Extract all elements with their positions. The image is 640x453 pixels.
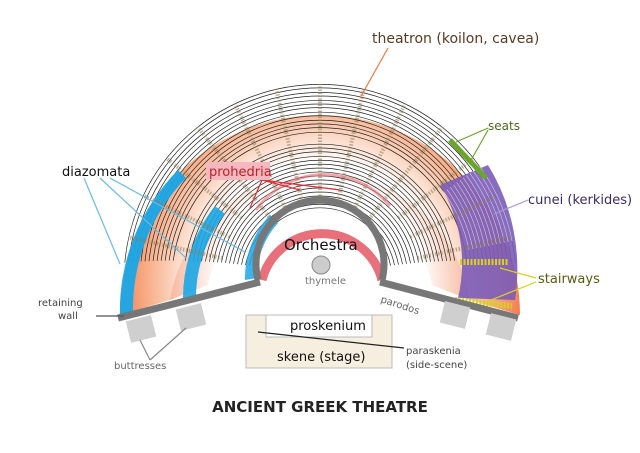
stairway-yellow-lower: [454, 297, 513, 309]
cunei-row: [459, 179, 489, 246]
label-skene: skene (stage): [277, 350, 365, 365]
cunei-row: [466, 175, 497, 245]
thymele-altar: [311, 255, 331, 275]
label-paraskenia-line2: (side-scene): [406, 360, 467, 371]
stairway-line: [142, 193, 231, 239]
retaining-wall-outline: [117, 278, 261, 322]
label-buttresses: buttresses: [114, 361, 166, 372]
label-proskenium: proskenium: [290, 319, 366, 334]
label-thymele: thymele: [305, 276, 346, 287]
seat-row: [237, 195, 403, 265]
orchestra-wall: [252, 196, 388, 281]
label-cunei: cunei (kerkides): [528, 193, 632, 208]
stairway-line: [165, 156, 243, 220]
seat-row: [205, 163, 435, 262]
theatron-inner-band: [170, 172, 470, 300]
stairway-line: [397, 156, 475, 220]
label-parodos: parodos: [379, 294, 421, 317]
buttress: [439, 301, 471, 329]
diagram-title: ANCIENT GREEK THEATRE: [212, 398, 428, 416]
label-diazomata: diazomata: [62, 165, 130, 180]
label-paraskenia-line1: paraskenia: [406, 346, 461, 357]
cunei-row: [449, 186, 478, 249]
leader-lines: [83, 47, 537, 361]
cunei-row: [446, 189, 474, 250]
diazoma-outer-strip: [119, 170, 186, 318]
proskenium-platform: [265, 314, 373, 338]
label-stairways: stairways: [538, 272, 600, 287]
label-orchestra: Orchestra: [284, 236, 358, 254]
label-prohedria: prohedria: [209, 165, 272, 180]
label-retaining-wall-line2: wall: [58, 311, 78, 322]
cunei-row: [456, 182, 485, 247]
buttress: [125, 315, 157, 343]
label-retaining-wall-line1: retaining: [38, 298, 83, 309]
cunei-band: [440, 165, 518, 300]
label-theatron: theatron (koilon, cavea): [372, 31, 539, 47]
cunei-row: [469, 172, 501, 244]
prohedria-ring: [257, 229, 387, 282]
stairway-line: [409, 193, 498, 239]
label-prohedria-bg: [206, 162, 270, 180]
buttress: [175, 303, 207, 331]
seats-green-stripe: [448, 138, 488, 180]
diazoma-middle-strip: [182, 206, 225, 300]
prohedria-ring-outer: [254, 173, 392, 211]
label-seats: seats: [488, 119, 520, 133]
stairway-line: [417, 235, 512, 261]
buttress: [485, 313, 517, 341]
retaining-wall-outline-right: [379, 278, 519, 322]
